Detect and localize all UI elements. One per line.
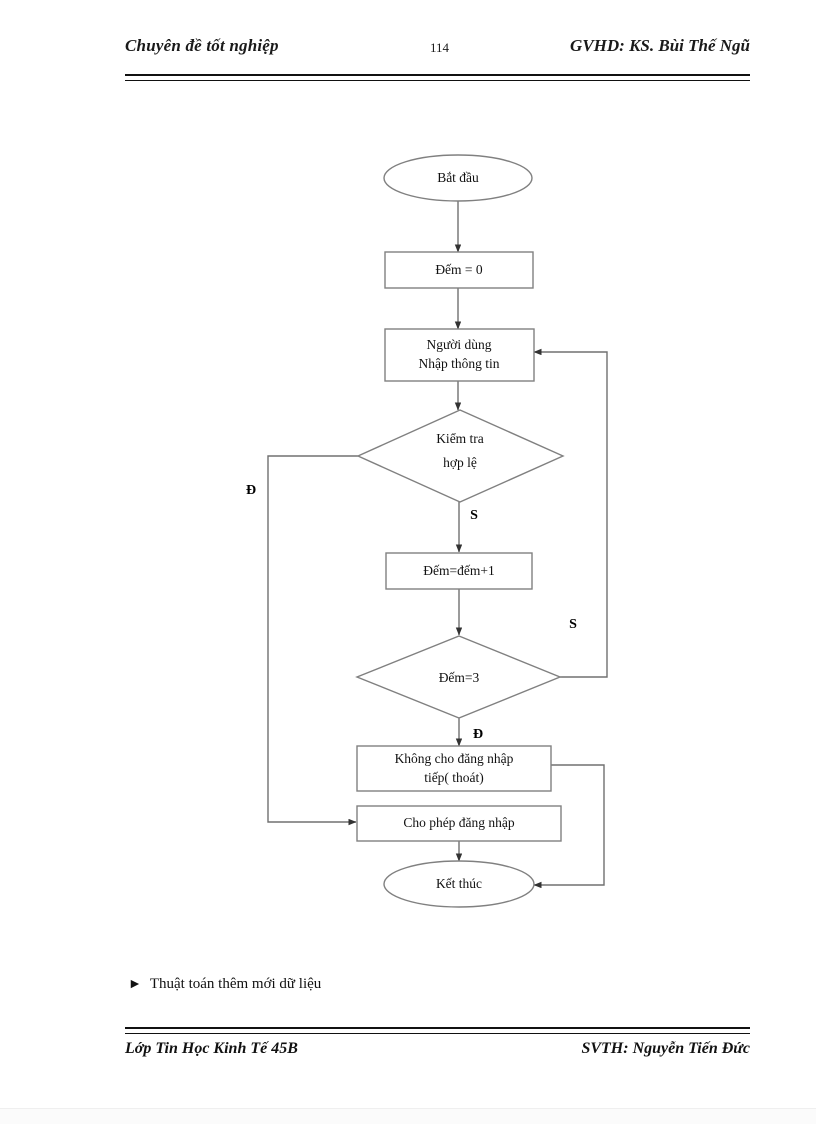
node-end: Kết thúc — [383, 860, 535, 908]
node-input: Người dùng Nhập thông tin — [384, 328, 535, 382]
footer-right-text: SVTH: Nguyễn Tiến Đức — [581, 1040, 750, 1057]
page-header: Chuyên đề tốt nghiệp 114 GVHD: KS. Bùi T… — [125, 36, 750, 70]
header-right-title: GVHD: KS. Bùi Thế Ngũ — [570, 36, 750, 55]
edge-label-count-true: Đ — [473, 727, 483, 742]
header-left-title: Chuyên đề tốt nghiệp — [125, 36, 279, 55]
node-increment: Đếm=đếm+1 — [385, 552, 533, 590]
edge-validate-to-allow — [267, 455, 358, 826]
triangle-bullet-icon: ► — [128, 977, 142, 992]
node-start-label: Bắt đầu — [437, 170, 479, 185]
node-end-label: Kết thúc — [436, 876, 482, 891]
header-divider-rule — [125, 74, 750, 81]
node-checkcount: Đếm=3 — [355, 635, 562, 719]
node-validate: Kiểm tra hợp lệ — [356, 409, 565, 503]
figure-caption: ► Thuật toán thêm mới dữ liệu — [128, 976, 321, 993]
page-bottom-edge — [0, 1108, 816, 1124]
node-deny-label-line2: tiếp( thoát) — [424, 770, 484, 785]
node-deny: Không cho đăng nhập tiếp( thoát) — [356, 745, 552, 792]
edge-label-count-false: S — [569, 617, 577, 632]
node-validate-label-line2: hợp lệ — [443, 455, 477, 470]
node-input-label-line1: Người dùng — [426, 337, 491, 352]
node-validate-label-line1: Kiểm tra — [436, 431, 484, 446]
edge-deny-to-end — [533, 764, 605, 889]
page-footer: Lớp Tin Học Kinh Tế 45B SVTH: Nguyễn Tiế… — [125, 1040, 750, 1066]
node-start: Bắt đầu — [383, 154, 533, 202]
flowchart-connectors — [267, 201, 608, 889]
footer-left-text: Lớp Tin Học Kinh Tế 45B — [125, 1040, 298, 1057]
node-allow: Cho phép đăng nhập — [356, 805, 562, 842]
header-page-number: 114 — [430, 40, 450, 55]
footer-divider-rule — [125, 1027, 750, 1034]
node-increment-label: Đếm=đếm+1 — [423, 563, 494, 578]
node-init: Đếm = 0 — [384, 251, 534, 289]
node-init-label: Đếm = 0 — [435, 262, 483, 277]
edge-checkcount-to-input — [533, 348, 608, 678]
node-input-label-line2: Nhập thông tin — [419, 356, 500, 371]
figure-caption-text: Thuật toán thêm mới dữ liệu — [149, 976, 322, 992]
node-allow-label: Cho phép đăng nhập — [403, 815, 515, 830]
edge-label-validate-true: Đ — [246, 483, 256, 498]
node-deny-label-line1: Không cho đăng nhập — [395, 751, 514, 766]
node-checkcount-label: Đếm=3 — [439, 670, 480, 685]
edge-label-validate-false: S — [470, 508, 478, 523]
